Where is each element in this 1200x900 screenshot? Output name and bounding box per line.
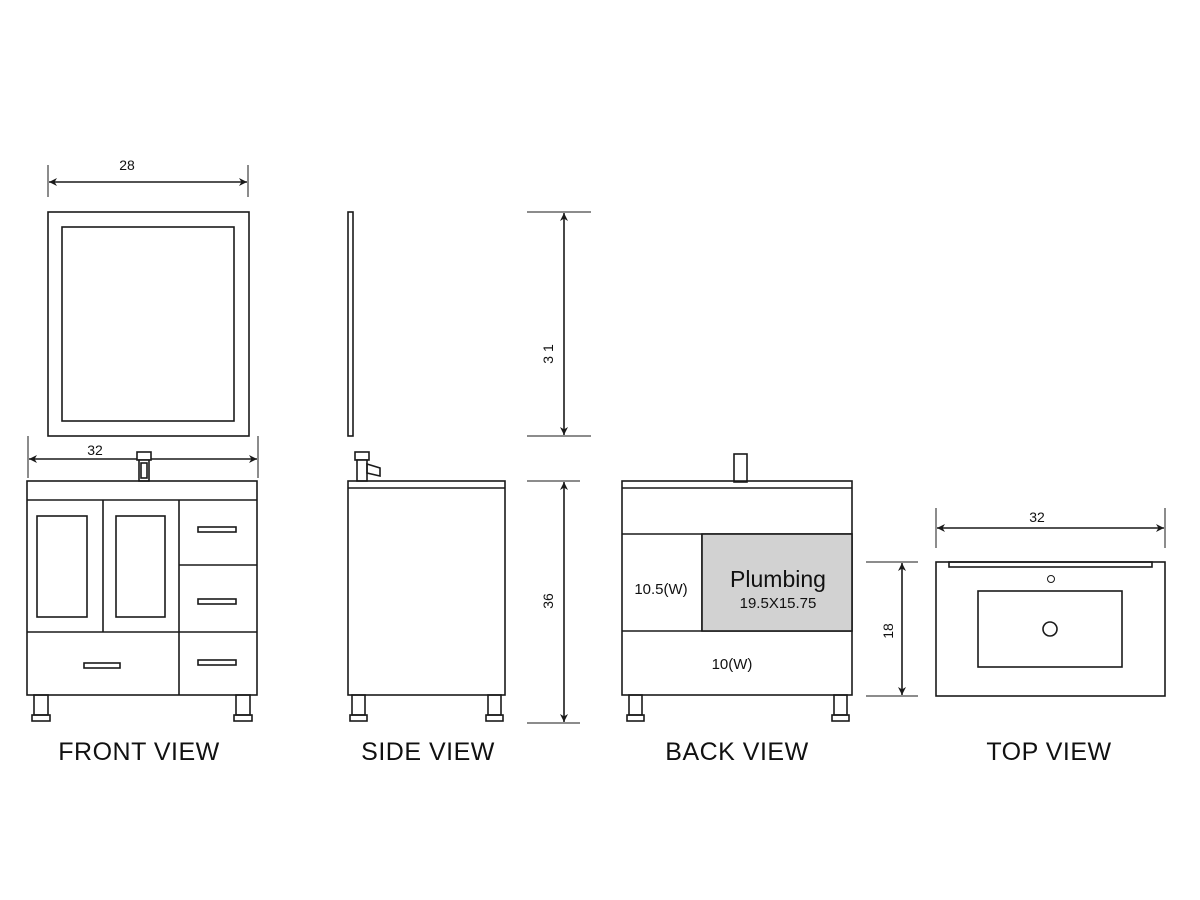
plumbing-size: 19.5X15.75: [740, 595, 817, 612]
front-view-label: FRONT VIEW: [58, 738, 219, 766]
front-view: 28 32: [26, 157, 259, 722]
drawer-handle: [197, 526, 237, 533]
vanity-height-label: 36: [540, 593, 556, 609]
top-depth-label: 18: [880, 623, 896, 639]
mirror-side: [347, 211, 354, 437]
back-view: 10.5(W) Plumbing 19.5X15.75 10(W): [621, 453, 853, 722]
plumbing-title: Plumbing: [730, 566, 826, 592]
vanity-legs-back: [626, 694, 850, 722]
top-view: 32 18: [866, 508, 1166, 697]
mirror-front: [47, 211, 250, 437]
drawer-handle: [83, 662, 121, 669]
mirror-height-label: 3 1: [540, 344, 556, 364]
drawer-handle: [197, 659, 237, 666]
mirror-top-edge: [948, 561, 1153, 568]
vanity-legs-front: [31, 694, 253, 722]
vanity-legs-side: [349, 694, 504, 722]
faucet-side: [354, 451, 381, 482]
side-view: 3 1 36: [347, 211, 591, 724]
vanity-cabinet-front: [26, 480, 258, 696]
faucet-hole: [1047, 575, 1055, 583]
top-width-dimension: 32: [935, 508, 1166, 548]
door-panel-left: [36, 515, 88, 618]
faucet-back: [733, 453, 748, 483]
drawer-handle: [197, 598, 237, 605]
mirror-height-dimension: 3 1: [527, 211, 591, 437]
top-depth-dimension: 18: [866, 561, 918, 697]
mirror-width-dimension: 28: [47, 157, 249, 197]
bottom-opening-label: 10(W): [712, 656, 753, 673]
left-opening-label: 10.5(W): [634, 581, 687, 598]
top-view-label: TOP VIEW: [986, 738, 1111, 766]
vanity-cabinet-side: [347, 480, 506, 696]
mirror-width-label: 28: [119, 157, 135, 173]
drain-hole: [1042, 621, 1058, 637]
plumbing-cutout: [701, 533, 853, 632]
vanity-width-label: 32: [87, 442, 103, 458]
door-panel-right: [115, 515, 166, 618]
back-view-label: BACK VIEW: [665, 738, 808, 766]
vanity-height-dimension: 36: [527, 480, 580, 724]
top-width-label: 32: [1029, 509, 1045, 525]
side-view-label: SIDE VIEW: [361, 738, 495, 766]
sink-basin: [977, 590, 1123, 668]
faucet-front: [136, 451, 152, 482]
